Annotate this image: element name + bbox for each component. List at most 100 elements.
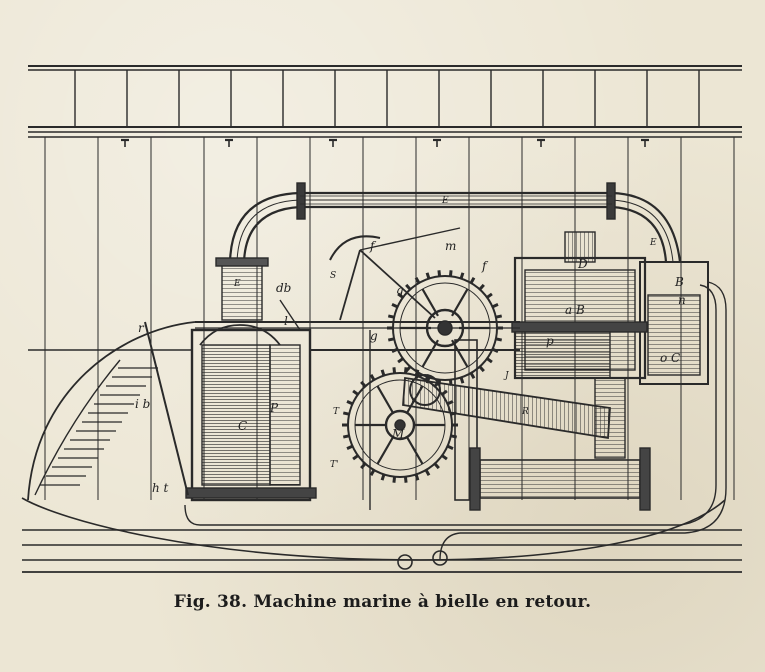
label-ib: i b — [135, 397, 150, 411]
gear-tooth — [486, 292, 493, 299]
figure-title: Machine marine à bielle en retour. — [253, 592, 592, 612]
side-pipes — [184, 281, 727, 561]
label-D: D — [577, 257, 588, 271]
bottom-valve-1 — [397, 554, 413, 570]
gear-tooth — [441, 454, 448, 461]
label-E-left: E — [233, 279, 241, 289]
gear-tooth — [397, 357, 404, 364]
gear-tooth — [403, 476, 408, 483]
label-db: db — [276, 281, 291, 295]
gear-tooth — [387, 314, 395, 319]
hull-curve — [27, 321, 196, 501]
label-T: T — [333, 407, 340, 417]
label-E-right: E — [649, 238, 657, 248]
gear-tooth — [450, 434, 458, 439]
gear-tooth — [392, 476, 397, 483]
gear-spoke — [406, 436, 424, 465]
gear-tooth — [352, 389, 359, 396]
hull-planking — [44, 137, 735, 500]
gear-tooth — [360, 462, 367, 470]
label-oC: o C — [660, 351, 680, 365]
gear-tooth — [380, 473, 386, 481]
figure-caption: Fig. 38. Machine marine à bielle en reto… — [0, 592, 765, 612]
label-T2: T' — [330, 460, 338, 470]
gear-tooth — [342, 434, 350, 439]
label-f: f — [369, 239, 377, 253]
gear-tooth — [360, 380, 367, 388]
label-f2: f — [481, 259, 489, 273]
deck-frame — [28, 65, 742, 147]
gear-tooth — [346, 400, 354, 406]
valve-gear-S — [279, 227, 461, 331]
label-P: P — [269, 401, 279, 415]
label-r: r — [138, 321, 145, 335]
label-B: B — [674, 275, 684, 289]
gear-tooth — [446, 444, 454, 450]
gear-spoke — [421, 288, 439, 317]
gear-tooth — [478, 365, 485, 373]
gear-tooth — [459, 376, 465, 384]
valve-box-E — [221, 261, 263, 321]
condenser-B — [511, 231, 709, 385]
gear-tooth — [469, 372, 476, 379]
gear-tooth — [397, 292, 404, 299]
label-p: p — [546, 334, 554, 348]
staircase — [34, 359, 158, 496]
label-C: C — [238, 419, 247, 433]
gear-tooth — [424, 469, 431, 476]
gear-tooth — [486, 357, 493, 364]
base-lines — [22, 529, 742, 573]
label-R: R — [521, 407, 529, 417]
gear-tooth — [491, 347, 499, 353]
gear-tooth — [495, 337, 503, 342]
gear-tooth — [405, 283, 412, 291]
gear-tooth — [437, 270, 442, 277]
label-M: M — [391, 427, 405, 441]
label-aB: a B — [565, 303, 585, 317]
gear-tooth — [425, 272, 431, 280]
gear-tooth — [414, 369, 420, 377]
gear-tooth — [469, 277, 476, 284]
gear-tooth — [495, 314, 503, 319]
bottom-valve-2 — [432, 550, 448, 566]
upper-gear — [387, 270, 503, 386]
label-J: J — [503, 371, 510, 381]
gear-tooth — [478, 283, 485, 291]
gear-tooth — [346, 444, 354, 450]
gear-tooth — [391, 303, 399, 309]
steam-pipe-E — [228, 182, 682, 263]
label-l: l — [284, 314, 288, 328]
gear-tooth — [433, 462, 440, 470]
gear-spoke — [376, 436, 394, 465]
figure-number: Fig. 38. — [173, 592, 248, 612]
gear-tooth — [369, 469, 376, 476]
gear-spoke — [451, 288, 469, 317]
gear-tooth — [380, 369, 386, 377]
label-m: m — [445, 239, 456, 253]
label-q: q — [396, 283, 404, 297]
label-E-top: E — [441, 196, 449, 206]
stair-rail — [34, 359, 121, 496]
gear-tooth — [387, 337, 395, 342]
gear-tooth — [392, 367, 397, 374]
gear-tooth — [403, 367, 408, 374]
label-S: S — [330, 271, 336, 281]
gear-tooth — [459, 272, 465, 280]
gear-tooth — [369, 374, 376, 381]
gear-tooth — [414, 277, 421, 284]
gear-tooth — [352, 454, 359, 461]
label-n: n — [678, 293, 686, 307]
label-ht: h t — [152, 481, 169, 495]
gear-tooth — [342, 411, 350, 416]
cylinder-C — [185, 324, 317, 502]
frame-column — [594, 377, 626, 459]
gear-tooth — [448, 270, 453, 277]
connecting-rod-R — [402, 374, 611, 440]
gear-tooth — [491, 303, 499, 309]
gear-tooth — [391, 347, 399, 353]
gear-spoke — [421, 339, 439, 368]
label-g: g — [370, 329, 378, 343]
gear-tooth — [414, 473, 420, 481]
